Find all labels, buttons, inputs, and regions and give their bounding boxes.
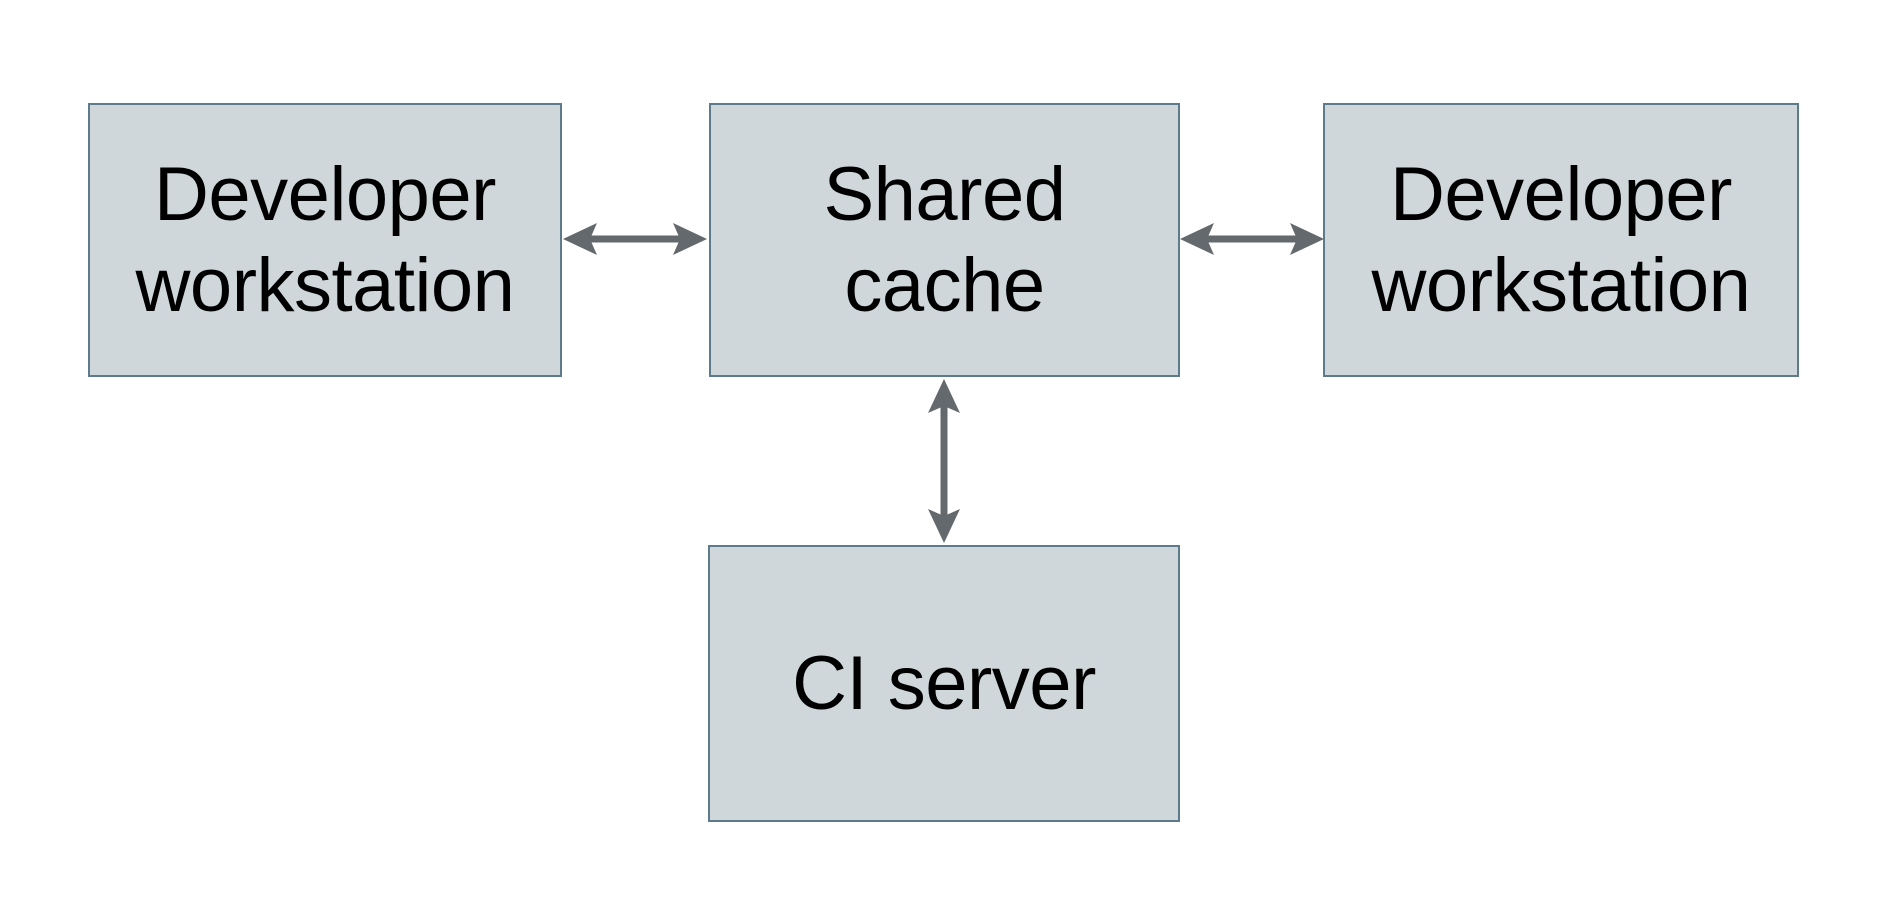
- node-label-developer-workstation-right: Developer workstation: [1371, 151, 1751, 328]
- node-developer-workstation-right: Developer workstation: [1323, 103, 1799, 377]
- node-shared-cache: Shared cache: [709, 103, 1180, 377]
- double-arrow-icon-workstation-left-to-shared-cache: [563, 223, 707, 255]
- arrowhead-right: [1290, 223, 1324, 255]
- node-label-shared-cache: Shared cache: [823, 151, 1066, 328]
- double-arrow-icon-shared-cache-to-workstation-right: [1180, 223, 1324, 255]
- arrowhead-left: [563, 223, 597, 255]
- arrowhead-left: [1180, 223, 1214, 255]
- node-label-developer-workstation-left: Developer workstation: [135, 151, 515, 328]
- arrowhead-up: [928, 379, 960, 413]
- node-developer-workstation-left: Developer workstation: [88, 103, 562, 377]
- node-ci-server: CI server: [708, 545, 1180, 822]
- node-label-ci-server: CI server: [792, 640, 1096, 726]
- double-arrow-icon-shared-cache-to-ci-server: [928, 379, 960, 543]
- arrowhead-down: [928, 509, 960, 543]
- arrowhead-right: [673, 223, 707, 255]
